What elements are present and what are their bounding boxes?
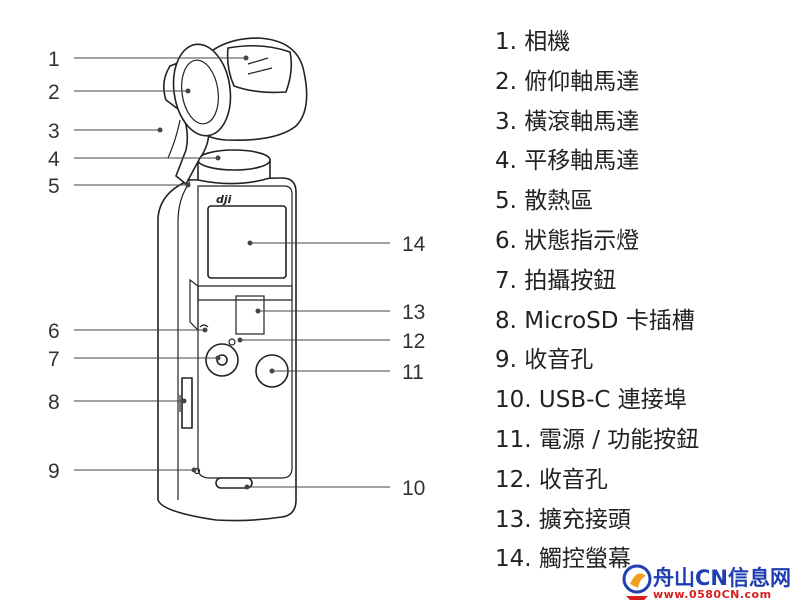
legend-item: 3. 橫滾軸馬達 [495, 108, 640, 135]
legend-item: 7. 拍攝按鈕 [495, 267, 617, 294]
callout-numbers: 1 2 3 4 5 6 7 8 9 10 11 12 13 14 [48, 48, 426, 500]
microphone-top [228, 338, 236, 346]
legend-item: 9. 收音孔 [495, 347, 594, 374]
touch-screen [207, 205, 287, 279]
watermark-title: 舟山CN信息网 [653, 566, 791, 590]
device-diagram: dji [48, 37, 426, 522]
legend-item: 10. USB-C 連接埠 [495, 387, 687, 414]
site-watermark: 舟山CN信息网 www.0580CN.com [620, 560, 795, 608]
callout-9: 9 [48, 460, 60, 483]
callout-13: 13 [402, 301, 425, 324]
usb-c-port [215, 477, 253, 489]
legend-item: 4. 平移軸馬達 [495, 148, 640, 175]
callout-7: 7 [48, 348, 60, 371]
callout-1: 1 [48, 48, 60, 71]
legend-item: 1. 相機 [495, 29, 571, 55]
callout-11: 11 [402, 361, 424, 384]
front-face: dji [179, 193, 293, 489]
callout-3: 3 [48, 120, 60, 143]
legend-item: 6. 狀態指示燈 [495, 227, 640, 254]
camera-head [172, 37, 308, 142]
dji-logo: dji [216, 193, 232, 206]
callout-12: 12 [402, 330, 425, 353]
microsd-slot [181, 377, 193, 429]
legend-item: 12. 收音孔 [495, 466, 608, 493]
legend-item: 14. 觸控螢幕 [495, 546, 631, 573]
callout-2: 2 [48, 81, 60, 104]
callout-8: 8 [48, 391, 60, 414]
camera-lens [226, 44, 293, 94]
callout-4: 4 [48, 148, 60, 171]
watermark-url: www.0580CN.com [653, 588, 772, 601]
legend-item: 5. 散熱區 [495, 188, 594, 215]
parts-legend: 1. 相機 2. 俯仰軸馬達 3. 橫滾軸馬達 4. 平移軸馬達 5. 散熱區 … [495, 22, 699, 579]
legend-item: 2. 俯仰軸馬達 [495, 68, 640, 95]
legend-item: 13. 擴充接頭 [495, 506, 631, 533]
pan-motor [197, 149, 271, 185]
callout-14: 14 [402, 233, 426, 256]
leader-lines [74, 55, 390, 490]
callout-6: 6 [48, 320, 60, 343]
legend-item: 8. MicroSD 卡插槽 [495, 307, 695, 334]
status-led [199, 324, 209, 328]
callout-5: 5 [48, 175, 60, 198]
legend-item: 11. 電源 / 功能按鈕 [495, 426, 700, 453]
callout-10: 10 [402, 477, 425, 500]
watermark-logo-icon [622, 564, 652, 600]
